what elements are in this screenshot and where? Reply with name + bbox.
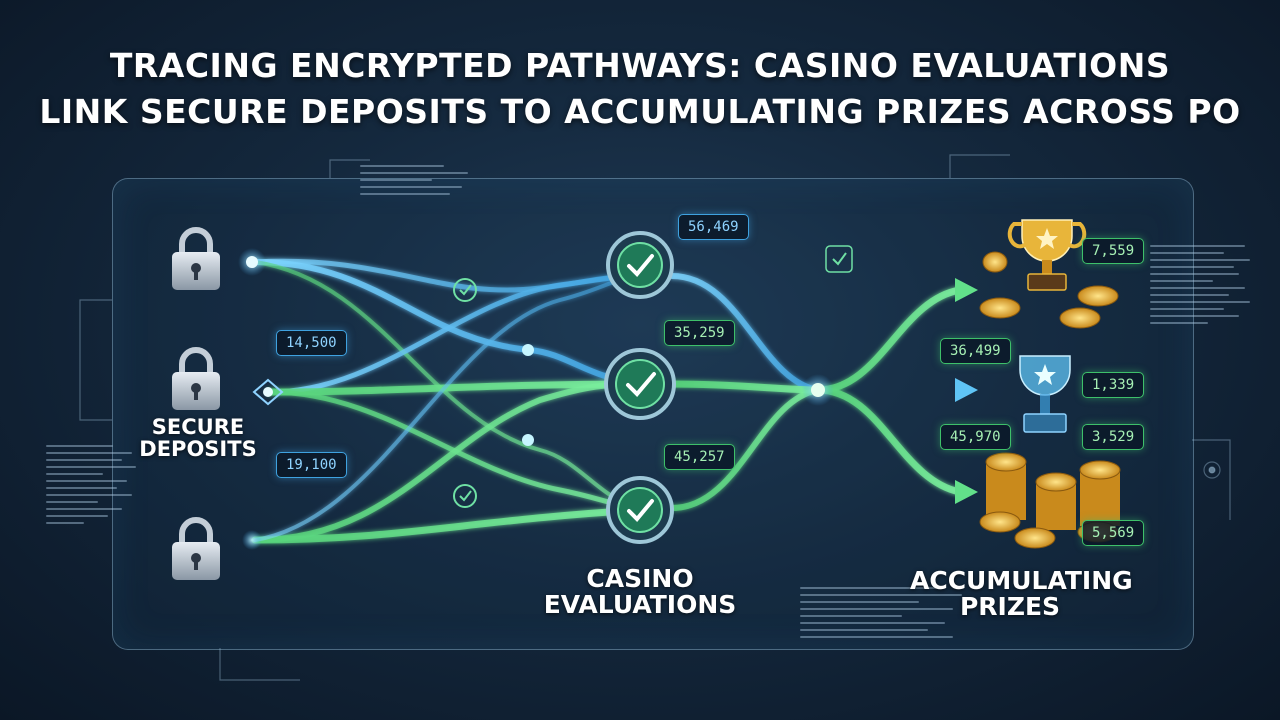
stage-label-evaluations: CASINO EVALUATIONS xyxy=(530,564,750,620)
stage-label-line: CASINO xyxy=(586,564,694,593)
evaluation-value-badge: 56,469 xyxy=(678,214,749,240)
stage-label-line: DEPOSITS xyxy=(139,437,257,462)
stage-label-line: EVALUATIONS xyxy=(543,590,737,620)
evaluation-value-badge: 35,259 xyxy=(664,320,735,346)
lock-icon xyxy=(172,517,220,580)
trophy-icon xyxy=(1007,219,1087,291)
stage-label-prizes: ACCUMULATING PRIZES xyxy=(910,566,1133,622)
stage-label-line: PRIZES xyxy=(959,592,1061,622)
arrow-icon xyxy=(955,278,978,504)
prize-value-badge: 7,559 xyxy=(1082,238,1145,264)
prize-value-badge: 1,339 xyxy=(1082,372,1145,398)
lock-icon xyxy=(172,227,220,290)
stage-label-line: ACCUMULATING xyxy=(910,566,1133,595)
evaluation-value-badge: 45,257 xyxy=(664,444,735,470)
prize-value-badge: 36,499 xyxy=(940,338,1011,364)
trophy-icon xyxy=(1019,355,1071,433)
check-icon xyxy=(825,245,853,273)
junction-nodes xyxy=(238,248,834,550)
coin-icon xyxy=(979,251,1121,549)
text-lines-left xyxy=(46,440,141,529)
check-icon xyxy=(604,348,676,420)
prize-value-badge: 45,970 xyxy=(940,424,1011,450)
text-lines-top xyxy=(360,160,480,200)
deposit-value-badge: 14,500 xyxy=(276,330,347,356)
lock-icon xyxy=(172,347,220,410)
title-line-2: LINK SECURE DEPOSITS TO ACCUMULATING PRI… xyxy=(39,92,1241,131)
check-icon xyxy=(606,231,674,299)
prize-value-badge: 3,529 xyxy=(1082,424,1145,450)
text-lines-bottom xyxy=(800,582,970,643)
stage-label-line: SECURE xyxy=(151,415,245,439)
circuit-lines xyxy=(79,154,1231,681)
text-lines-right xyxy=(1150,240,1255,329)
stage-label-deposits: SECURE DEPOSITS xyxy=(128,416,268,460)
prize-value-badge: 5,569 xyxy=(1082,520,1145,546)
deposit-value-badge: 19,100 xyxy=(276,452,347,478)
title-line-1: TRACING ENCRYPTED PATHWAYS: CASINO EVALU… xyxy=(109,46,1171,85)
check-icon xyxy=(453,278,477,302)
flow-streams xyxy=(251,258,964,544)
check-icon xyxy=(606,476,674,544)
check-icon xyxy=(453,484,477,508)
